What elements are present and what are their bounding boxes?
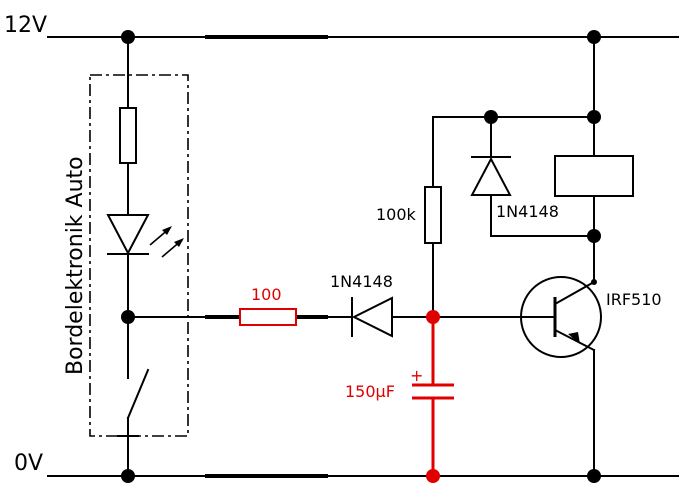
pullup-resistor: 100k — [376, 116, 442, 318]
series-resistor: 100 — [239, 285, 297, 326]
series-diode-label: 1N4148 — [330, 272, 393, 291]
pullup-resistor-label: 100k — [376, 205, 417, 224]
rail-label-0v: 0V — [14, 451, 43, 476]
junction-dots — [121, 30, 601, 483]
rail-label-12v: 12V — [4, 13, 47, 38]
capacitor-label: 150µF — [345, 382, 395, 401]
flyback-diode-label: 1N4148 — [496, 202, 559, 221]
led-symbol — [106, 214, 184, 318]
module-boundary — [89, 74, 189, 437]
flyback-diode: 1N4148 — [470, 116, 595, 237]
relay-coil — [554, 155, 634, 197]
series-diode: 1N4148 — [330, 272, 393, 338]
right-rail — [554, 36, 634, 477]
mosfet-transistor: IRF510 — [520, 276, 662, 358]
capacitor-polarity: + — [410, 366, 423, 385]
series-resistor-label: 100 — [251, 285, 282, 304]
capacitor: + 150µF — [345, 317, 454, 476]
switch-symbol — [117, 316, 150, 477]
module-label: Bordelektronik Auto — [63, 156, 88, 375]
module-chain — [119, 36, 137, 216]
mosfet-label: IRF510 — [606, 290, 662, 309]
